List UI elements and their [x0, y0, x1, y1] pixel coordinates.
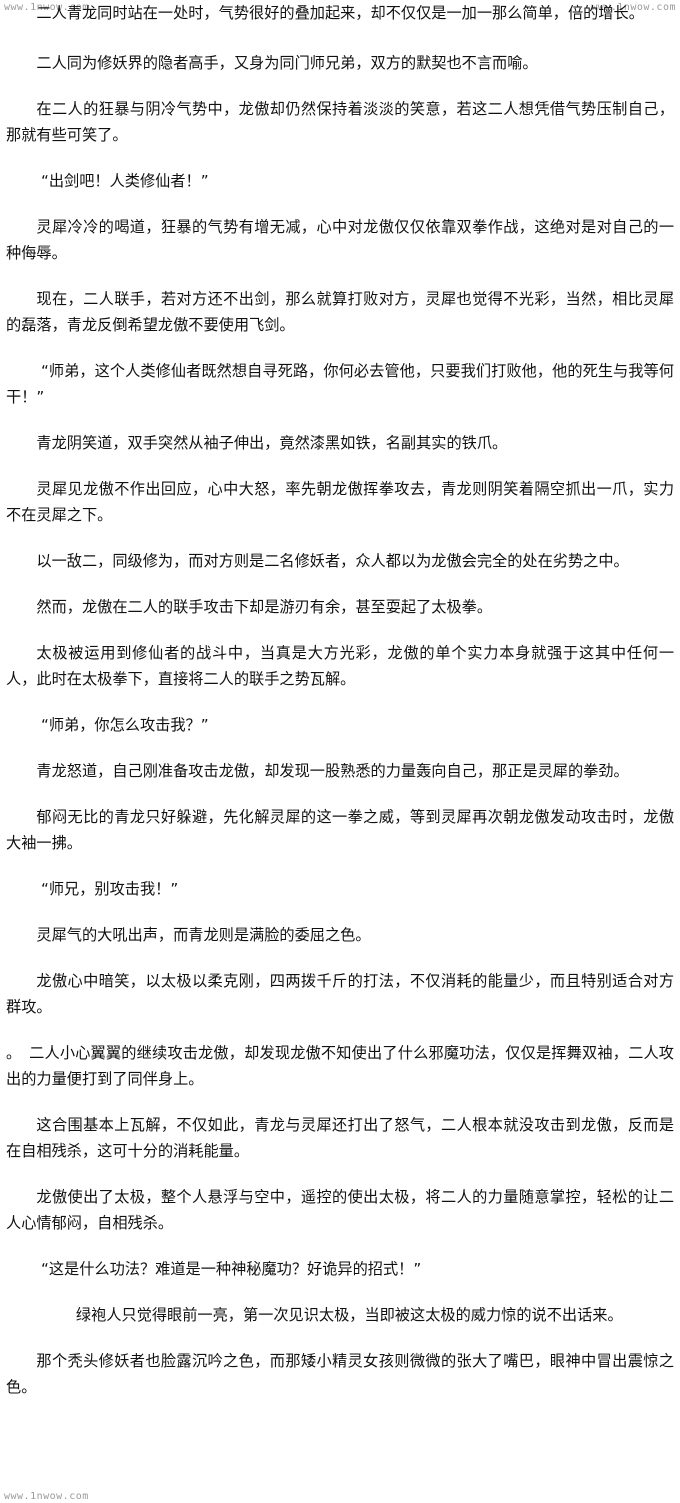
watermark-top-left: www.1nwow.com [4, 2, 89, 13]
paragraph-5: 灵犀冷冷的喝道，狂暴的气势有增无减，心中对龙傲仅仅依靠双拳作战，这绝对是对自己的… [6, 218, 674, 262]
paragraph-16: “师兄，别攻击我！” [40, 880, 179, 898]
watermark-bottom-left: www.1nwow.com [4, 1491, 89, 1502]
paragraph-20: 这合围基本上瓦解，不仅如此，青龙与灵犀还打出了怒气，二人根本就没攻击到龙傲，反而… [6, 1116, 674, 1160]
paragraph-4: “出剑吧！人类修仙者！” [40, 172, 209, 190]
paragraph-2: 二人同为修妖界的隐者高手，又身为同门师兄弟，双方的默契也不言而喻。 [36, 54, 538, 72]
paragraph-10: 以一敌二，同级修为，而对方则是二名修妖者，众人都以为龙傲会完全的处在劣势之中。 [36, 552, 629, 570]
paragraph-22: “这是什么功法？难道是一种神秘魔功？好诡异的招式！” [40, 1260, 422, 1278]
paragraph-21: 龙傲使出了太极，整个人悬浮与空中，遥控的使出太极，将二人的力量随意掌控，轻松的让… [6, 1188, 674, 1232]
paragraph-7: “师弟，这个人类修仙者既然想自寻死路，你何必去管他，只要我们打败他，他的死生与我… [6, 362, 674, 406]
paragraph-1: 二人青龙同时站在一处时，气势很好的叠加起来，却不仅仅是一加一那么简单，倍的增长。 [36, 4, 644, 22]
watermark-top-right: www.1nwow.com [591, 2, 676, 13]
paragraph-23: 绿袍人只觉得眼前一亮，第一次见识太极，当即被这太极的威力惊的说不出话来。 [75, 1306, 623, 1324]
paragraph-14: 青龙怒道，自己刚准备攻击龙傲，却发现一股熟悉的力量轰向自己，那正是灵犀的拳劲。 [36, 762, 629, 780]
paragraph-12: 太极被运用到修仙者的战斗中，当真是大方光彩，龙傲的单个实力本身就强于这其中任何一… [6, 644, 674, 688]
article-body: 二人青龙同时站在一处时，气势很好的叠加起来，却不仅仅是一加一那么简单，倍的增长。… [6, 0, 674, 1400]
paragraph-17: 灵犀气的大吼出声，而青龙则是满脸的委屈之色。 [36, 926, 371, 944]
paragraph-8: 青龙阴笑道，双手突然从袖子伸出，竟然漆黑如铁，名副其实的铁爪。 [36, 434, 508, 452]
paragraph-6: 现在，二人联手，若对方还不出剑，那么就算打败对方，灵犀也觉得不光彩，当然，相比灵… [6, 290, 674, 334]
paragraph-11: 然而，龙傲在二人的联手攻击下却是游刃有余，甚至耍起了太极拳。 [36, 598, 493, 616]
paragraph-18: 龙傲心中暗笑，以太极以柔克刚，四两拨千斤的打法，不仅消耗的能量少，而且特别适合对… [6, 972, 674, 1016]
paragraph-3: 在二人的狂暴与阴冷气势中，龙傲却仍然保持着淡淡的笑意，若这二人想凭借气势压制自己… [6, 100, 674, 144]
paragraph-19: 。 二人小心翼翼的继续攻击龙傲，却发现龙傲不知使出了什么邪魔功法，仅仅是挥舞双袖… [6, 1044, 674, 1088]
paragraph-9: 灵犀见龙傲不作出回应，心中大怒，率先朝龙傲挥拳攻去，青龙则阴笑着隔空抓出一爪，实… [6, 480, 674, 524]
paragraph-24: 那个秃头修妖者也脸露沉吟之色，而那矮小精灵女孩则微微的张大了嘴巴，眼神中冒出震惊… [6, 1352, 674, 1396]
paragraph-13: “师弟，你怎么攻击我？” [40, 716, 209, 734]
paragraph-15: 郁闷无比的青龙只好躲避，先化解灵犀的这一拳之威，等到灵犀再次朝龙傲发动攻击时，龙… [6, 808, 674, 852]
